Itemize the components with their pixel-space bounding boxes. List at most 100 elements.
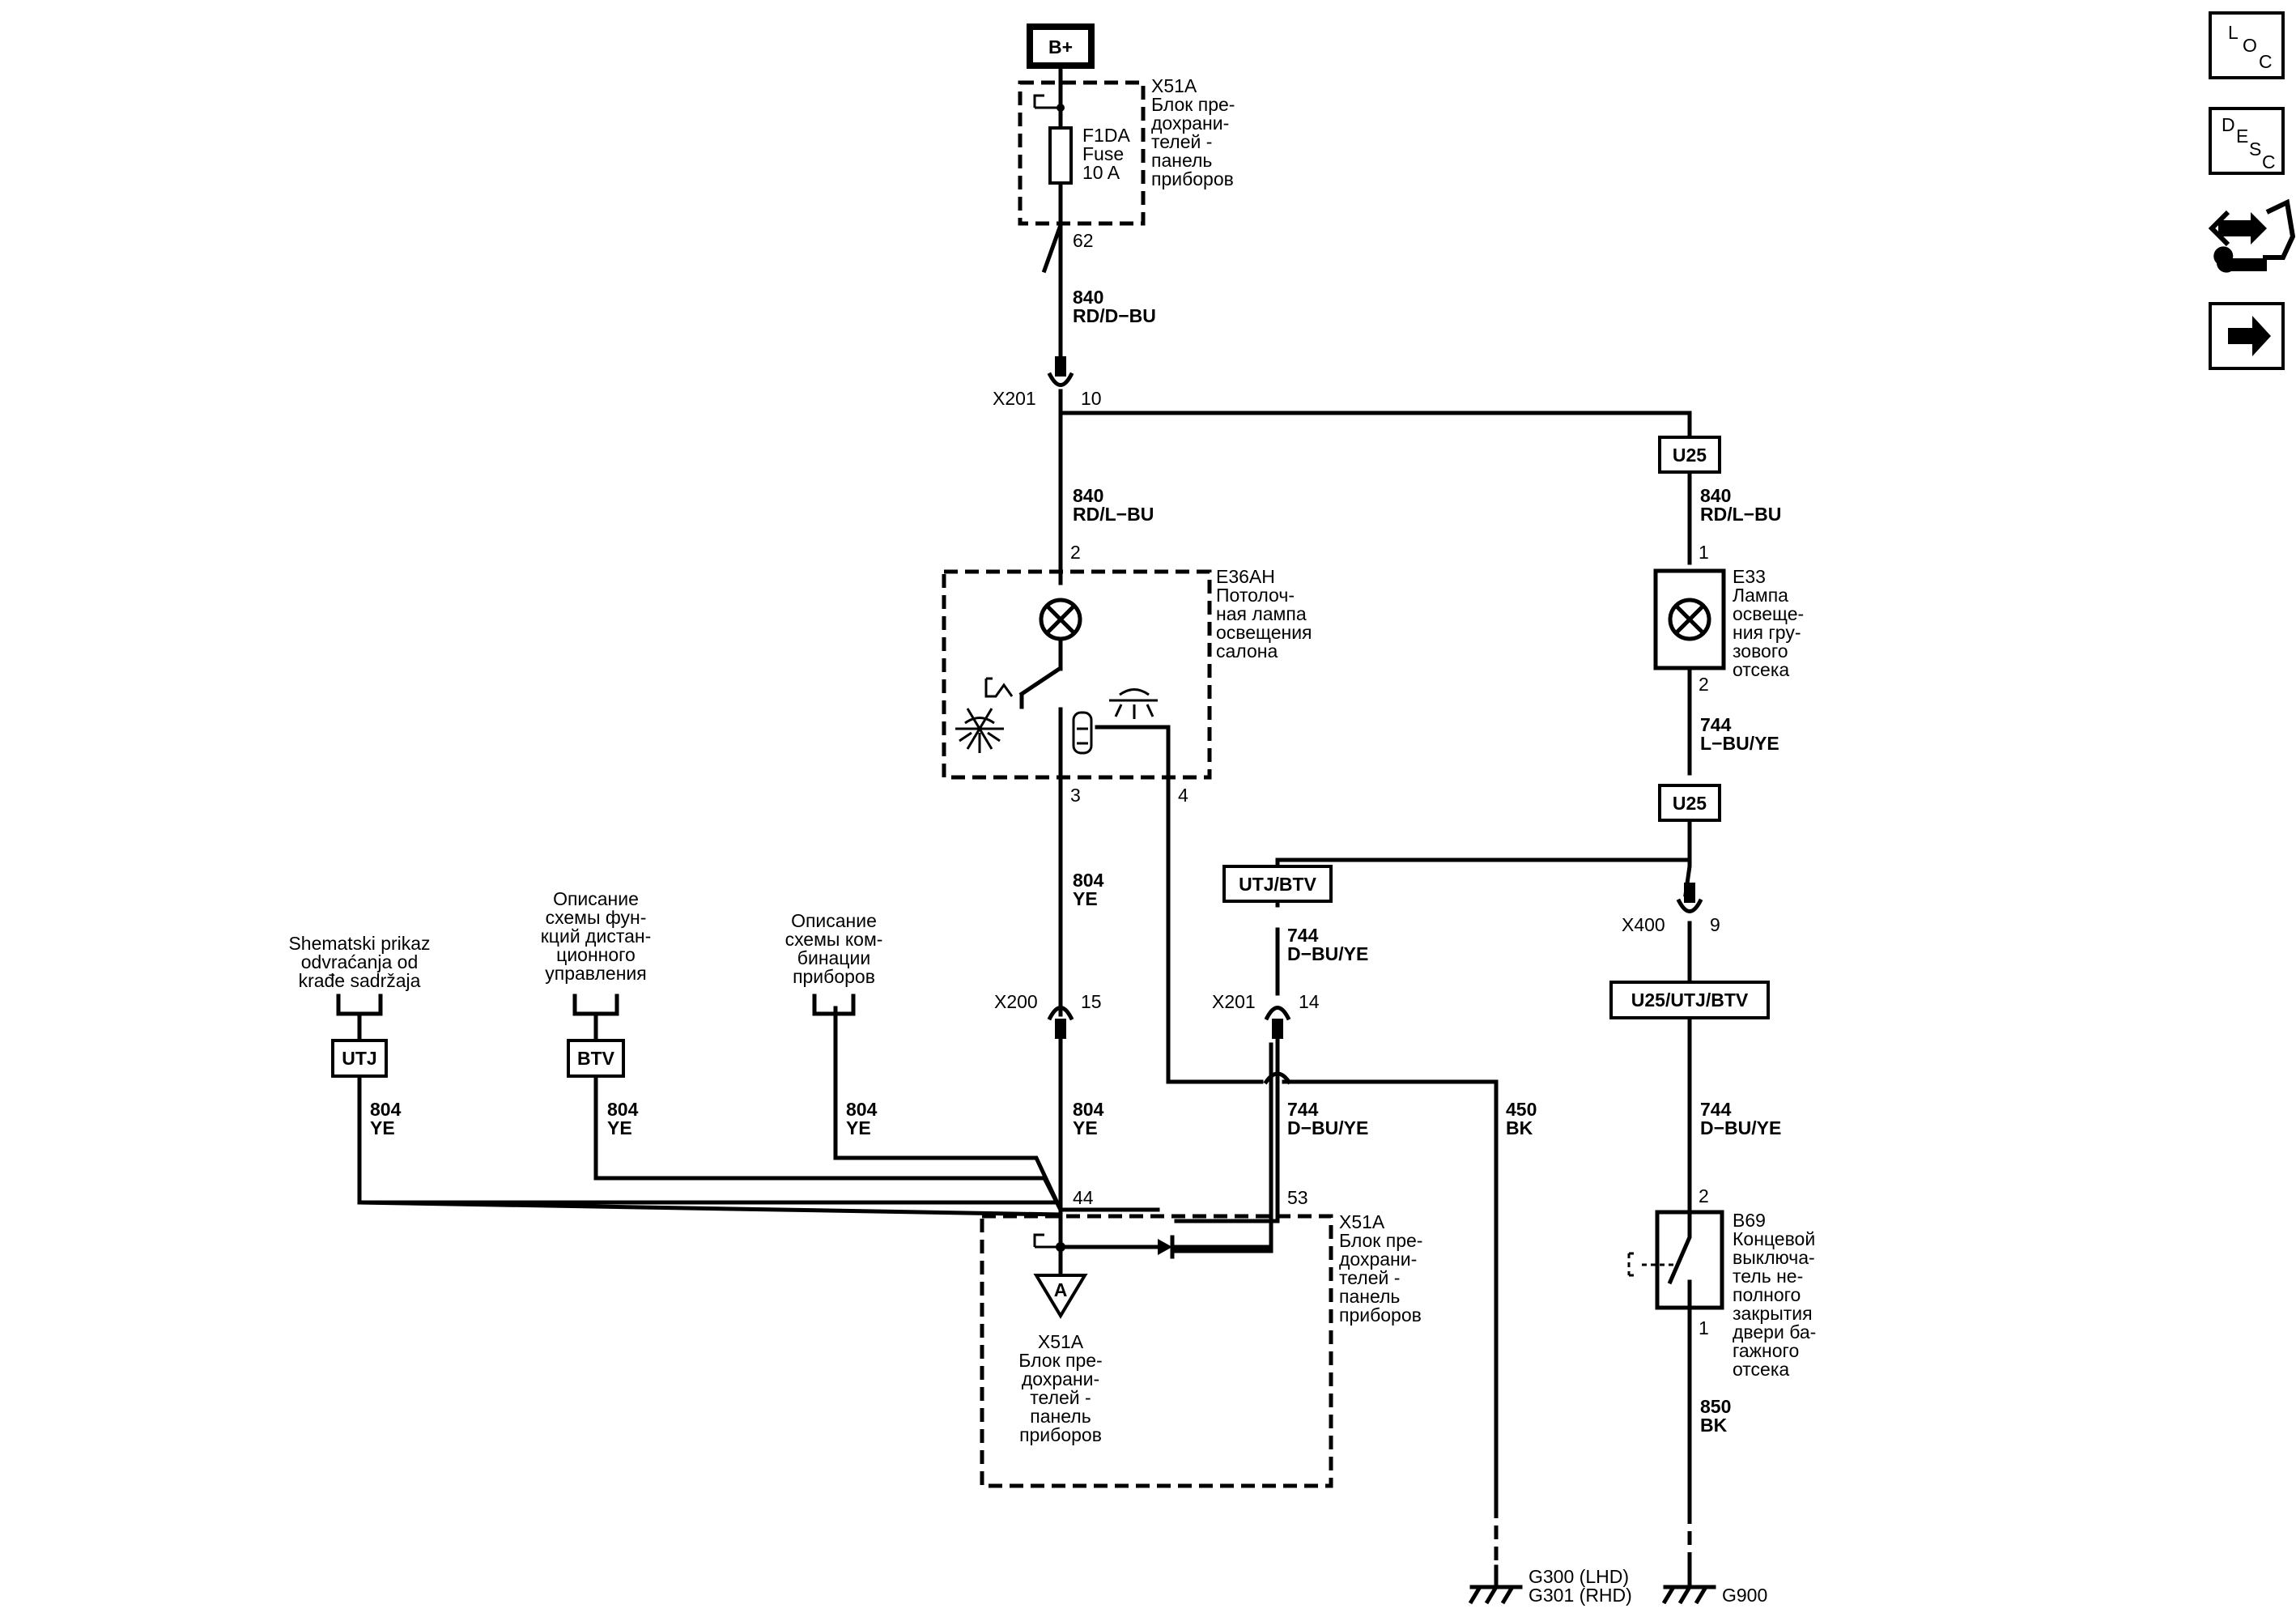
diagram-label: D−BU/YE bbox=[1287, 943, 1368, 964]
lamp-e36-pin: 2 bbox=[1070, 542, 1081, 563]
diagram-label: X51A bbox=[1038, 1331, 1084, 1352]
diagram-label: krađe sadržaja bbox=[299, 970, 421, 991]
wire-label-850: 850 BK bbox=[1700, 1396, 1731, 1436]
diagram-label: 840 bbox=[1073, 287, 1103, 308]
diagram-label: схемы ком- bbox=[785, 929, 883, 950]
diagram-label: ния гру- bbox=[1733, 622, 1801, 643]
diagram-label: BTV bbox=[577, 1048, 615, 1069]
diagram-label: O bbox=[2243, 35, 2257, 56]
diagram-label: Концевой bbox=[1733, 1228, 1815, 1249]
diagram-label: 2 bbox=[1699, 1185, 1709, 1206]
diagram-label: S bbox=[2249, 138, 2261, 160]
fuse-block-low-inner-label: X51A Блок пре- дохрани- телей - панель п… bbox=[1018, 1331, 1102, 1445]
fuse-pin-label: 62 bbox=[1073, 230, 1094, 251]
diagram-label: ная лампа bbox=[1216, 603, 1307, 624]
door-switch-icon bbox=[984, 679, 1014, 698]
diagram-label: B69 bbox=[1733, 1210, 1766, 1231]
fuse-symbol bbox=[1048, 126, 1073, 185]
loc-button[interactable]: L O C bbox=[2209, 11, 2285, 79]
desc-button[interactable]: D E S C bbox=[2209, 107, 2285, 175]
fuse-block-low: 44 53 A X51A Блок пре- дохрани- телей - … bbox=[980, 1187, 1422, 1488]
diagram-label: G900 bbox=[1722, 1585, 1767, 1606]
car-door-icon bbox=[1072, 711, 1093, 755]
wire-label-840-left: 840 RD/L−BU bbox=[1073, 485, 1154, 525]
diagram-label: 1 bbox=[1699, 542, 1709, 563]
diagram-label: X400 bbox=[1622, 914, 1665, 935]
diagram-label: 850 bbox=[1700, 1396, 1731, 1417]
diagram-label: двери ба- bbox=[1733, 1321, 1816, 1343]
lamp-e36-pin: 4 bbox=[1178, 785, 1188, 806]
diagram-label: 840 bbox=[1073, 485, 1103, 506]
fuse-block-low-side-label: X51A Блок пре- дохрани- телей - панель п… bbox=[1339, 1211, 1422, 1326]
diagram-label: E33 bbox=[1733, 566, 1766, 587]
diagram-label: RD/L−BU bbox=[1700, 504, 1781, 525]
diagram-label: BK bbox=[1506, 1117, 1533, 1138]
diagram-label: A bbox=[1054, 1279, 1068, 1300]
diagram-label: Блок пре- bbox=[1151, 94, 1235, 115]
wire-label-840-top: 840 RD/D−BU bbox=[1073, 287, 1156, 326]
diagram-label: отсека bbox=[1733, 659, 1789, 680]
lamp-on-icon bbox=[1109, 688, 1158, 719]
diagram-label: телей - bbox=[1151, 131, 1212, 152]
diagram-label: дохрани- bbox=[1339, 1249, 1417, 1270]
diagram-label: YE bbox=[607, 1117, 632, 1138]
diagram-label: 744 bbox=[1700, 714, 1732, 735]
diagram-label: полного bbox=[1733, 1284, 1801, 1305]
lamp-e33: 1 2 E33 Лампа освеще- ния гру- зового от… bbox=[1653, 542, 1804, 695]
diagram-label: 804 bbox=[1073, 1099, 1104, 1120]
battery-label: B+ bbox=[1048, 36, 1073, 57]
battery-terminal: B+ bbox=[1027, 23, 1095, 69]
diagram-label: Блок пре- bbox=[1018, 1350, 1102, 1371]
wire-label-450: 450 BK bbox=[1506, 1099, 1537, 1138]
diagram-label: U25/UTJ/BTV bbox=[1631, 989, 1749, 1011]
ground-g900: G900 bbox=[1661, 1564, 1767, 1606]
diagram-label: 804 bbox=[846, 1099, 878, 1120]
diagram-label: Потолоч- bbox=[1216, 585, 1295, 606]
diagram-label: бинации bbox=[797, 947, 870, 968]
u25-mid-tag: U25 bbox=[1658, 784, 1721, 822]
reference-utj: Shematski prikaz odvraćanja od krađe sad… bbox=[288, 933, 430, 1138]
wire-label-840-right: 840 RD/L−BU bbox=[1700, 485, 1781, 525]
diagram-label: 804 bbox=[1073, 870, 1104, 891]
diagram-label: RD/L−BU bbox=[1073, 504, 1154, 525]
fuse-line: F1DA bbox=[1082, 125, 1130, 146]
diagram-label: 9 bbox=[1710, 914, 1720, 935]
diagram-label: телей - bbox=[1030, 1387, 1091, 1408]
diagram-label: приборов bbox=[793, 966, 875, 987]
diagram-label: выключа- bbox=[1733, 1247, 1815, 1268]
node-triangle bbox=[1033, 1274, 1088, 1319]
diagram-label: дохрани- bbox=[1151, 113, 1229, 134]
wire-label-804-center: 804 YE bbox=[1073, 870, 1104, 909]
diagram-label: 744 bbox=[1287, 1099, 1319, 1120]
diagram-label: YE bbox=[370, 1117, 395, 1138]
ground-g300: G300 (LHD) G301 (RHD) bbox=[1468, 1564, 1632, 1606]
diagram-label: YE bbox=[1073, 888, 1098, 909]
lamp-e36-label: E36AH Потолоч- ная лампа освещения салон… bbox=[1216, 566, 1312, 662]
diagram-label: дохрани- bbox=[1022, 1368, 1099, 1389]
diagram-label: приборов bbox=[1339, 1304, 1422, 1326]
reference-btv: Описание схемы фун- кций дистан- ционног… bbox=[541, 888, 652, 1138]
diagram-label: Shematski prikaz bbox=[288, 933, 430, 954]
diagram-label: X201 bbox=[993, 388, 1036, 409]
diagram-label: odvraćanja od bbox=[301, 951, 419, 972]
u25-utj-btv-tag: U25/UTJ/BTV bbox=[1609, 981, 1770, 1019]
connector-tool-icon bbox=[2208, 198, 2296, 273]
switch-b69-label: B69 Концевой выключа- тель не- полного з… bbox=[1733, 1210, 1816, 1380]
diagram-label: RD/D−BU bbox=[1073, 305, 1156, 326]
diagram-label: панель bbox=[1151, 150, 1212, 171]
diagram-label: освеще- bbox=[1733, 603, 1804, 624]
diagram-label: 744 bbox=[1700, 1099, 1732, 1120]
connector-x200: X200 15 bbox=[994, 991, 1102, 1039]
diagram-label: X51A bbox=[1151, 75, 1197, 96]
diagram-label: телей - bbox=[1339, 1267, 1400, 1288]
diagram-label: освещения bbox=[1216, 622, 1312, 643]
diagram-label: ционного bbox=[556, 944, 636, 965]
next-button[interactable] bbox=[2209, 302, 2285, 370]
u25-top-tag: U25 bbox=[1658, 436, 1721, 474]
diagram-label: C bbox=[2259, 51, 2273, 72]
fuse-block-top-label: X51A Блок пре- дохрани- телей - панель п… bbox=[1151, 75, 1235, 189]
connector-x400: X400 9 bbox=[1622, 883, 1720, 935]
diagram-label: L bbox=[2228, 22, 2239, 43]
connector-tool-button[interactable] bbox=[2208, 198, 2296, 273]
diagram-label: салона bbox=[1216, 640, 1278, 662]
